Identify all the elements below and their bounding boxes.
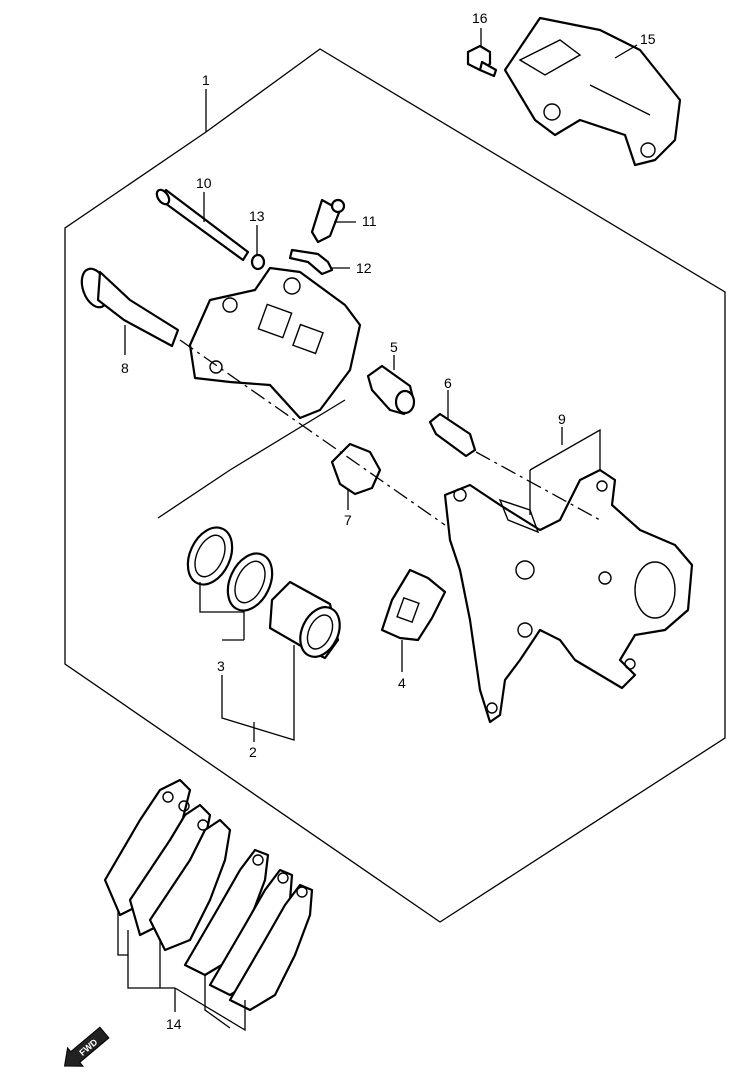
part-11-bleeder-screw bbox=[310, 198, 346, 244]
leader-lines bbox=[117, 28, 638, 1032]
callout-10: 10 bbox=[196, 175, 212, 191]
forward-direction-arrow-icon: FWD bbox=[63, 1026, 110, 1067]
part-7-boot bbox=[330, 442, 382, 496]
callout-3: 3 bbox=[217, 658, 225, 674]
callout-13: 13 bbox=[249, 208, 265, 224]
part-10-slide-pin bbox=[155, 188, 250, 262]
part-3-seals bbox=[186, 526, 274, 612]
callout-4: 4 bbox=[398, 675, 406, 691]
callout-14: 14 bbox=[166, 1016, 182, 1032]
part-8-slide-pin bbox=[80, 267, 180, 348]
part-4-pad-spring bbox=[380, 568, 447, 642]
part-5-pin bbox=[366, 364, 416, 416]
part-6-pin-bolt bbox=[428, 412, 477, 458]
part-9-caliper-bracket bbox=[443, 468, 694, 724]
callout-8: 8 bbox=[121, 360, 129, 376]
callout-6: 6 bbox=[444, 375, 452, 391]
assembly-axis-2 bbox=[475, 451, 601, 521]
callout-16: 16 bbox=[472, 10, 488, 26]
callout-9: 9 bbox=[558, 411, 566, 427]
assembly-axis bbox=[179, 339, 446, 526]
callout-15: 15 bbox=[640, 31, 656, 47]
callout-12: 12 bbox=[356, 260, 372, 276]
caliper-body bbox=[188, 266, 362, 420]
part-14-brake-pads bbox=[103, 778, 314, 1012]
part-2-piston bbox=[268, 580, 341, 660]
callout-2: 2 bbox=[249, 744, 257, 760]
part-16-bolt bbox=[466, 44, 498, 78]
assembly-boundary bbox=[64, 48, 726, 923]
callout-5: 5 bbox=[390, 339, 398, 355]
part-13-o-ring bbox=[250, 253, 266, 271]
callout-1: 1 bbox=[202, 72, 210, 88]
part-12-cap bbox=[288, 248, 334, 276]
callout-7: 7 bbox=[344, 512, 352, 528]
part-15-bracket bbox=[503, 16, 682, 167]
callout-11: 11 bbox=[362, 213, 377, 229]
